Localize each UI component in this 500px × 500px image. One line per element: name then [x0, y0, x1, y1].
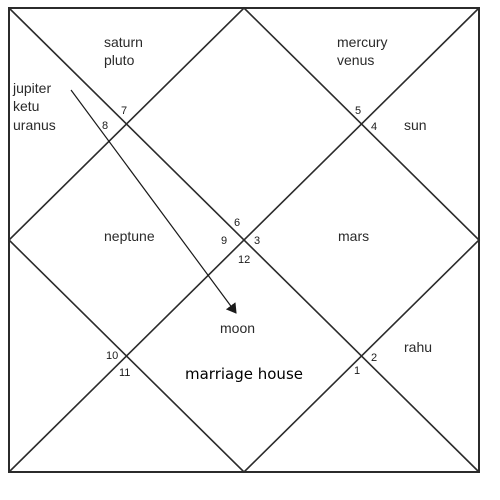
house-number-11: 11	[119, 367, 130, 379]
planet-jupiter: jupiter	[12, 80, 51, 96]
planet-uranus: uranus	[13, 117, 56, 133]
planet-pluto: pluto	[104, 52, 135, 68]
planet-ketu: ketu	[13, 98, 39, 114]
house-number-5: 5	[355, 105, 361, 117]
house-number-10: 10	[106, 350, 118, 362]
house-number-1: 1	[354, 365, 360, 377]
house-number-2: 2	[371, 352, 377, 364]
planet-rahu: rahu	[404, 339, 432, 355]
planet-venus: venus	[337, 52, 374, 68]
planet-sun: sun	[404, 117, 427, 133]
house-number-6: 6	[234, 217, 240, 229]
house-number-12: 12	[238, 254, 250, 266]
house-number-9: 9	[221, 235, 227, 247]
house-number-7: 7	[121, 105, 127, 117]
house-number-3: 3	[254, 235, 260, 247]
planet-mercury: mercury	[337, 34, 388, 50]
annotation-arrow	[70, 89, 237, 314]
house-number-8: 8	[102, 120, 108, 132]
planet-saturn: saturn	[104, 34, 143, 50]
house-number-4: 4	[371, 121, 377, 133]
inner-diamond	[7, 6, 481, 474]
planet-neptune: neptune	[104, 228, 155, 244]
diagonal-anti	[8, 7, 480, 473]
planet-mars: mars	[338, 228, 369, 244]
planet-moon: moon	[220, 320, 255, 336]
marriage-house-label: marriage house	[185, 365, 303, 383]
